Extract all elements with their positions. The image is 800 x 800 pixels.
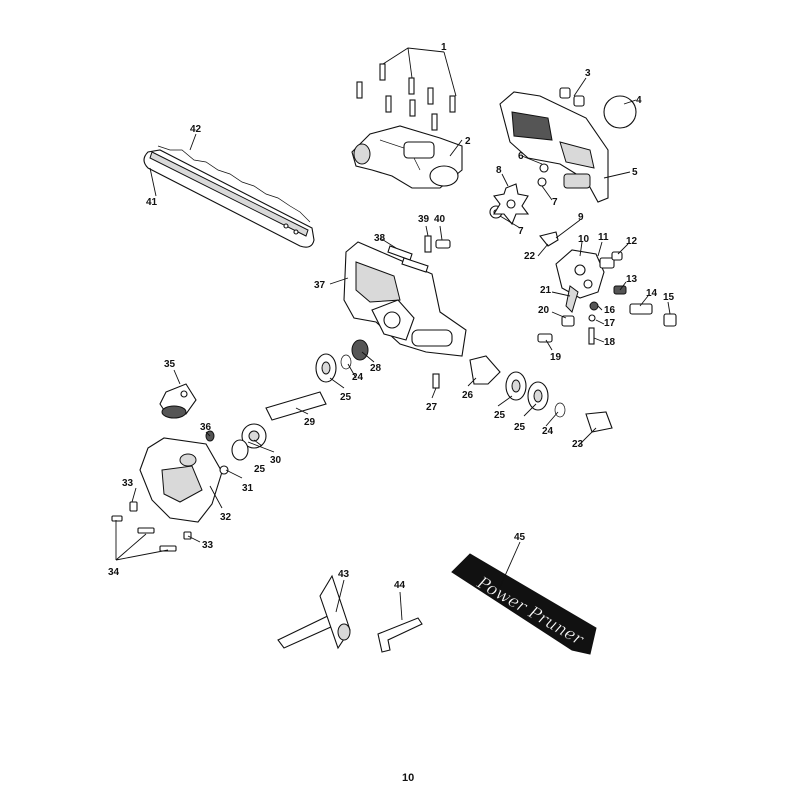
chain-cover: [489, 87, 637, 219]
callout-16: 16: [604, 305, 616, 316]
combination-wrench: [277, 574, 351, 650]
callout-14: 14: [646, 288, 658, 299]
guide-bar: [143, 145, 315, 248]
callout-37: 37: [314, 280, 326, 291]
callout-18: 18: [604, 337, 616, 348]
callout-26: 26: [462, 390, 474, 401]
callout-8: 8: [496, 165, 502, 176]
callout-5: 5: [632, 167, 638, 178]
callout-24b: 24: [542, 426, 554, 437]
callout-20: 20: [538, 305, 550, 316]
callout-28: 28: [370, 363, 382, 374]
callout-6: 6: [518, 151, 524, 162]
callout-4: 4: [636, 95, 642, 106]
gear-case: [343, 235, 467, 357]
callout-36: 36: [200, 422, 212, 433]
callout-25b: 25: [494, 410, 506, 421]
callout-30: 30: [270, 455, 282, 466]
callout-42: 42: [190, 124, 202, 135]
callout-24a: 24: [352, 372, 364, 383]
callout-7b: 7: [518, 226, 524, 237]
scabbard-label: Power Pruner: [473, 573, 587, 651]
callout-39: 39: [418, 214, 430, 225]
callout-23: 23: [572, 439, 584, 450]
callout-40: 40: [434, 214, 446, 225]
hex-key: [377, 617, 423, 653]
callout-19: 19: [550, 352, 562, 363]
callout-2: 2: [465, 136, 471, 147]
upper-housing: [351, 125, 463, 189]
oil-pump-assembly: [537, 231, 677, 345]
callout-9: 9: [578, 212, 584, 223]
callout-25c: 25: [514, 422, 526, 433]
bar-scabbard: Power Pruner: [451, 553, 597, 655]
callout-33b: 33: [202, 540, 214, 551]
screws: [356, 63, 456, 131]
callout-27: 27: [426, 402, 438, 413]
callout-21: 21: [540, 285, 552, 296]
cap-knob: [159, 383, 197, 419]
bearings-and-gears: [205, 339, 613, 461]
callout-3: 3: [585, 68, 591, 79]
callout-38: 38: [374, 233, 386, 244]
page-number: 10: [402, 772, 414, 784]
callout-41: 41: [146, 197, 158, 208]
callout-35: 35: [164, 359, 176, 370]
callout-45: 45: [514, 532, 526, 543]
callout-29: 29: [304, 417, 316, 428]
callout-44: 44: [394, 580, 406, 591]
callout-1: 1: [441, 42, 447, 53]
callout-22: 22: [524, 251, 536, 262]
callout-12: 12: [626, 236, 638, 247]
callout-34: 34: [108, 567, 120, 578]
callout-25a: 25: [340, 392, 352, 403]
callout-33a: 33: [122, 478, 134, 489]
callout-numbers: 1 2 3 4 5 6 7 7 8 9 10 11 12 13 14 15 16…: [108, 42, 675, 591]
lower-housing: [111, 437, 229, 552]
leader-lines: [115, 47, 671, 621]
callout-10: 10: [578, 234, 590, 245]
callout-32: 32: [220, 512, 232, 523]
callout-31: 31: [242, 483, 254, 494]
callout-25d: 25: [254, 464, 266, 475]
callout-17: 17: [604, 318, 616, 329]
callout-7a: 7: [552, 197, 558, 208]
sprocket: [493, 183, 530, 226]
callout-11: 11: [598, 232, 609, 243]
callout-15: 15: [663, 292, 675, 303]
callout-13: 13: [626, 274, 638, 285]
callout-43: 43: [338, 569, 350, 580]
